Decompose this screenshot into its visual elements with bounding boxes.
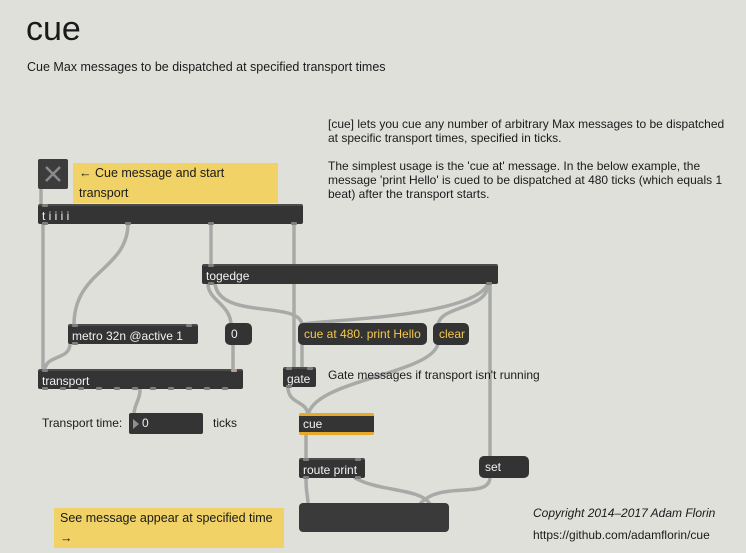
gate-object[interactable]: gate — [283, 367, 316, 388]
cord-togedge-clear — [436, 282, 490, 327]
trigger-object[interactable]: t i i i i — [38, 204, 303, 225]
togedge-inlet[interactable] — [208, 264, 214, 267]
togedge-outlet-1[interactable] — [208, 282, 214, 285]
trigger-outlet-4[interactable] — [291, 222, 297, 225]
metro-object[interactable]: metro 32n @active 1 — [68, 324, 198, 345]
message-cue-at[interactable]: cue at 480. print Hello — [298, 323, 427, 345]
description-paragraph-2: The simplest usage is the 'cue at' messa… — [328, 159, 723, 201]
transport-outlet-7[interactable] — [150, 387, 156, 390]
transport-inlet-2[interactable] — [231, 369, 237, 372]
description-paragraph-1: [cue] lets you cue any number of arbitra… — [328, 117, 725, 145]
cord-togedge-gate — [300, 282, 490, 327]
comment-see-message: See message appear at specified time → — [54, 508, 284, 548]
project-url[interactable]: https://github.com/adamflorin/cue — [533, 528, 710, 542]
transport-object[interactable]: transport — [38, 369, 243, 390]
cue-label: cue — [303, 417, 323, 431]
trigger-label: t i i i i — [42, 209, 70, 223]
number-box-triangle-icon — [133, 418, 139, 429]
route-outlet-1[interactable] — [303, 476, 309, 479]
transport-inlet-1[interactable] — [42, 369, 48, 372]
description: [cue] lets you cue any number of arbitra… — [328, 117, 728, 215]
cord-set-print — [418, 475, 492, 506]
comment-cue-start: ← Cue message and start transport — [73, 163, 278, 203]
transport-outlet-1[interactable] — [42, 387, 48, 390]
comment-gate: Gate messages if transport isn't running — [328, 368, 540, 382]
transport-outlet-2[interactable] — [60, 387, 66, 390]
cord-route-print — [304, 476, 310, 506]
gate-outlet[interactable] — [286, 385, 292, 388]
togedge-outlet-2[interactable] — [486, 282, 492, 285]
transport-outlet-8[interactable] — [168, 387, 174, 390]
message-zero[interactable]: 0 — [225, 323, 252, 345]
metro-inlet-2[interactable] — [186, 324, 192, 327]
toggle[interactable] — [38, 159, 68, 189]
ticks-label: ticks — [213, 416, 237, 430]
cord-gate-cue — [286, 385, 310, 418]
cue-object[interactable]: cue — [299, 413, 374, 435]
transport-outlet-6[interactable] — [132, 387, 138, 390]
trigger-outlet-3[interactable] — [208, 222, 214, 225]
cord-transport-number — [132, 388, 142, 416]
page-title: cue — [26, 10, 81, 48]
trigger-outlet-2[interactable] — [125, 222, 131, 225]
cord-route-print-alt — [353, 476, 432, 506]
metro-label: metro 32n @active 1 — [72, 329, 183, 343]
metro-inlet-1[interactable] — [72, 324, 78, 327]
message-display-box[interactable] — [299, 503, 449, 532]
gate-inlet-1[interactable] — [286, 367, 292, 370]
metro-outlet[interactable] — [72, 342, 78, 345]
cord-togedge-zero — [206, 282, 233, 327]
transport-outlet-5[interactable] — [114, 387, 120, 390]
transport-time-value: 0 — [142, 416, 149, 430]
transport-time-label: Transport time: — [42, 416, 123, 430]
transport-outlet-4[interactable] — [96, 387, 102, 390]
transport-label: transport — [42, 374, 90, 388]
route-outlet-2[interactable] — [355, 476, 361, 479]
message-clear[interactable]: clear — [433, 323, 469, 345]
route-inlet-1[interactable] — [303, 458, 309, 461]
transport-outlet-10[interactable] — [204, 387, 210, 390]
transport-outlet-11[interactable] — [222, 387, 228, 390]
cord-clear-cue — [306, 342, 440, 418]
gate-inlet-2[interactable] — [307, 367, 313, 370]
toggle-x-icon — [45, 166, 61, 182]
togedge-label: togedge — [206, 269, 250, 283]
cord-trigger-metro — [72, 221, 130, 327]
transport-outlet-3[interactable] — [78, 387, 84, 390]
trigger-inlet[interactable] — [42, 204, 48, 207]
page-subtitle: Cue Max messages to be dispatched at spe… — [27, 60, 386, 74]
transport-time-number-box[interactable]: 0 — [129, 413, 203, 434]
cord-metro-transport — [43, 342, 72, 372]
togedge-object[interactable]: togedge — [202, 264, 498, 285]
message-set[interactable]: set — [479, 456, 529, 478]
trigger-outlet-1[interactable] — [42, 222, 48, 225]
route-print-object[interactable]: route print — [299, 458, 365, 479]
gate-label: gate — [287, 372, 311, 386]
route-print-label: route print — [303, 463, 358, 477]
copyright: Copyright 2014–2017 Adam Florin — [533, 506, 716, 520]
transport-outlet-9[interactable] — [186, 387, 192, 390]
cord-togedge-cue-at — [213, 282, 304, 327]
route-inlet-2[interactable] — [355, 458, 361, 461]
